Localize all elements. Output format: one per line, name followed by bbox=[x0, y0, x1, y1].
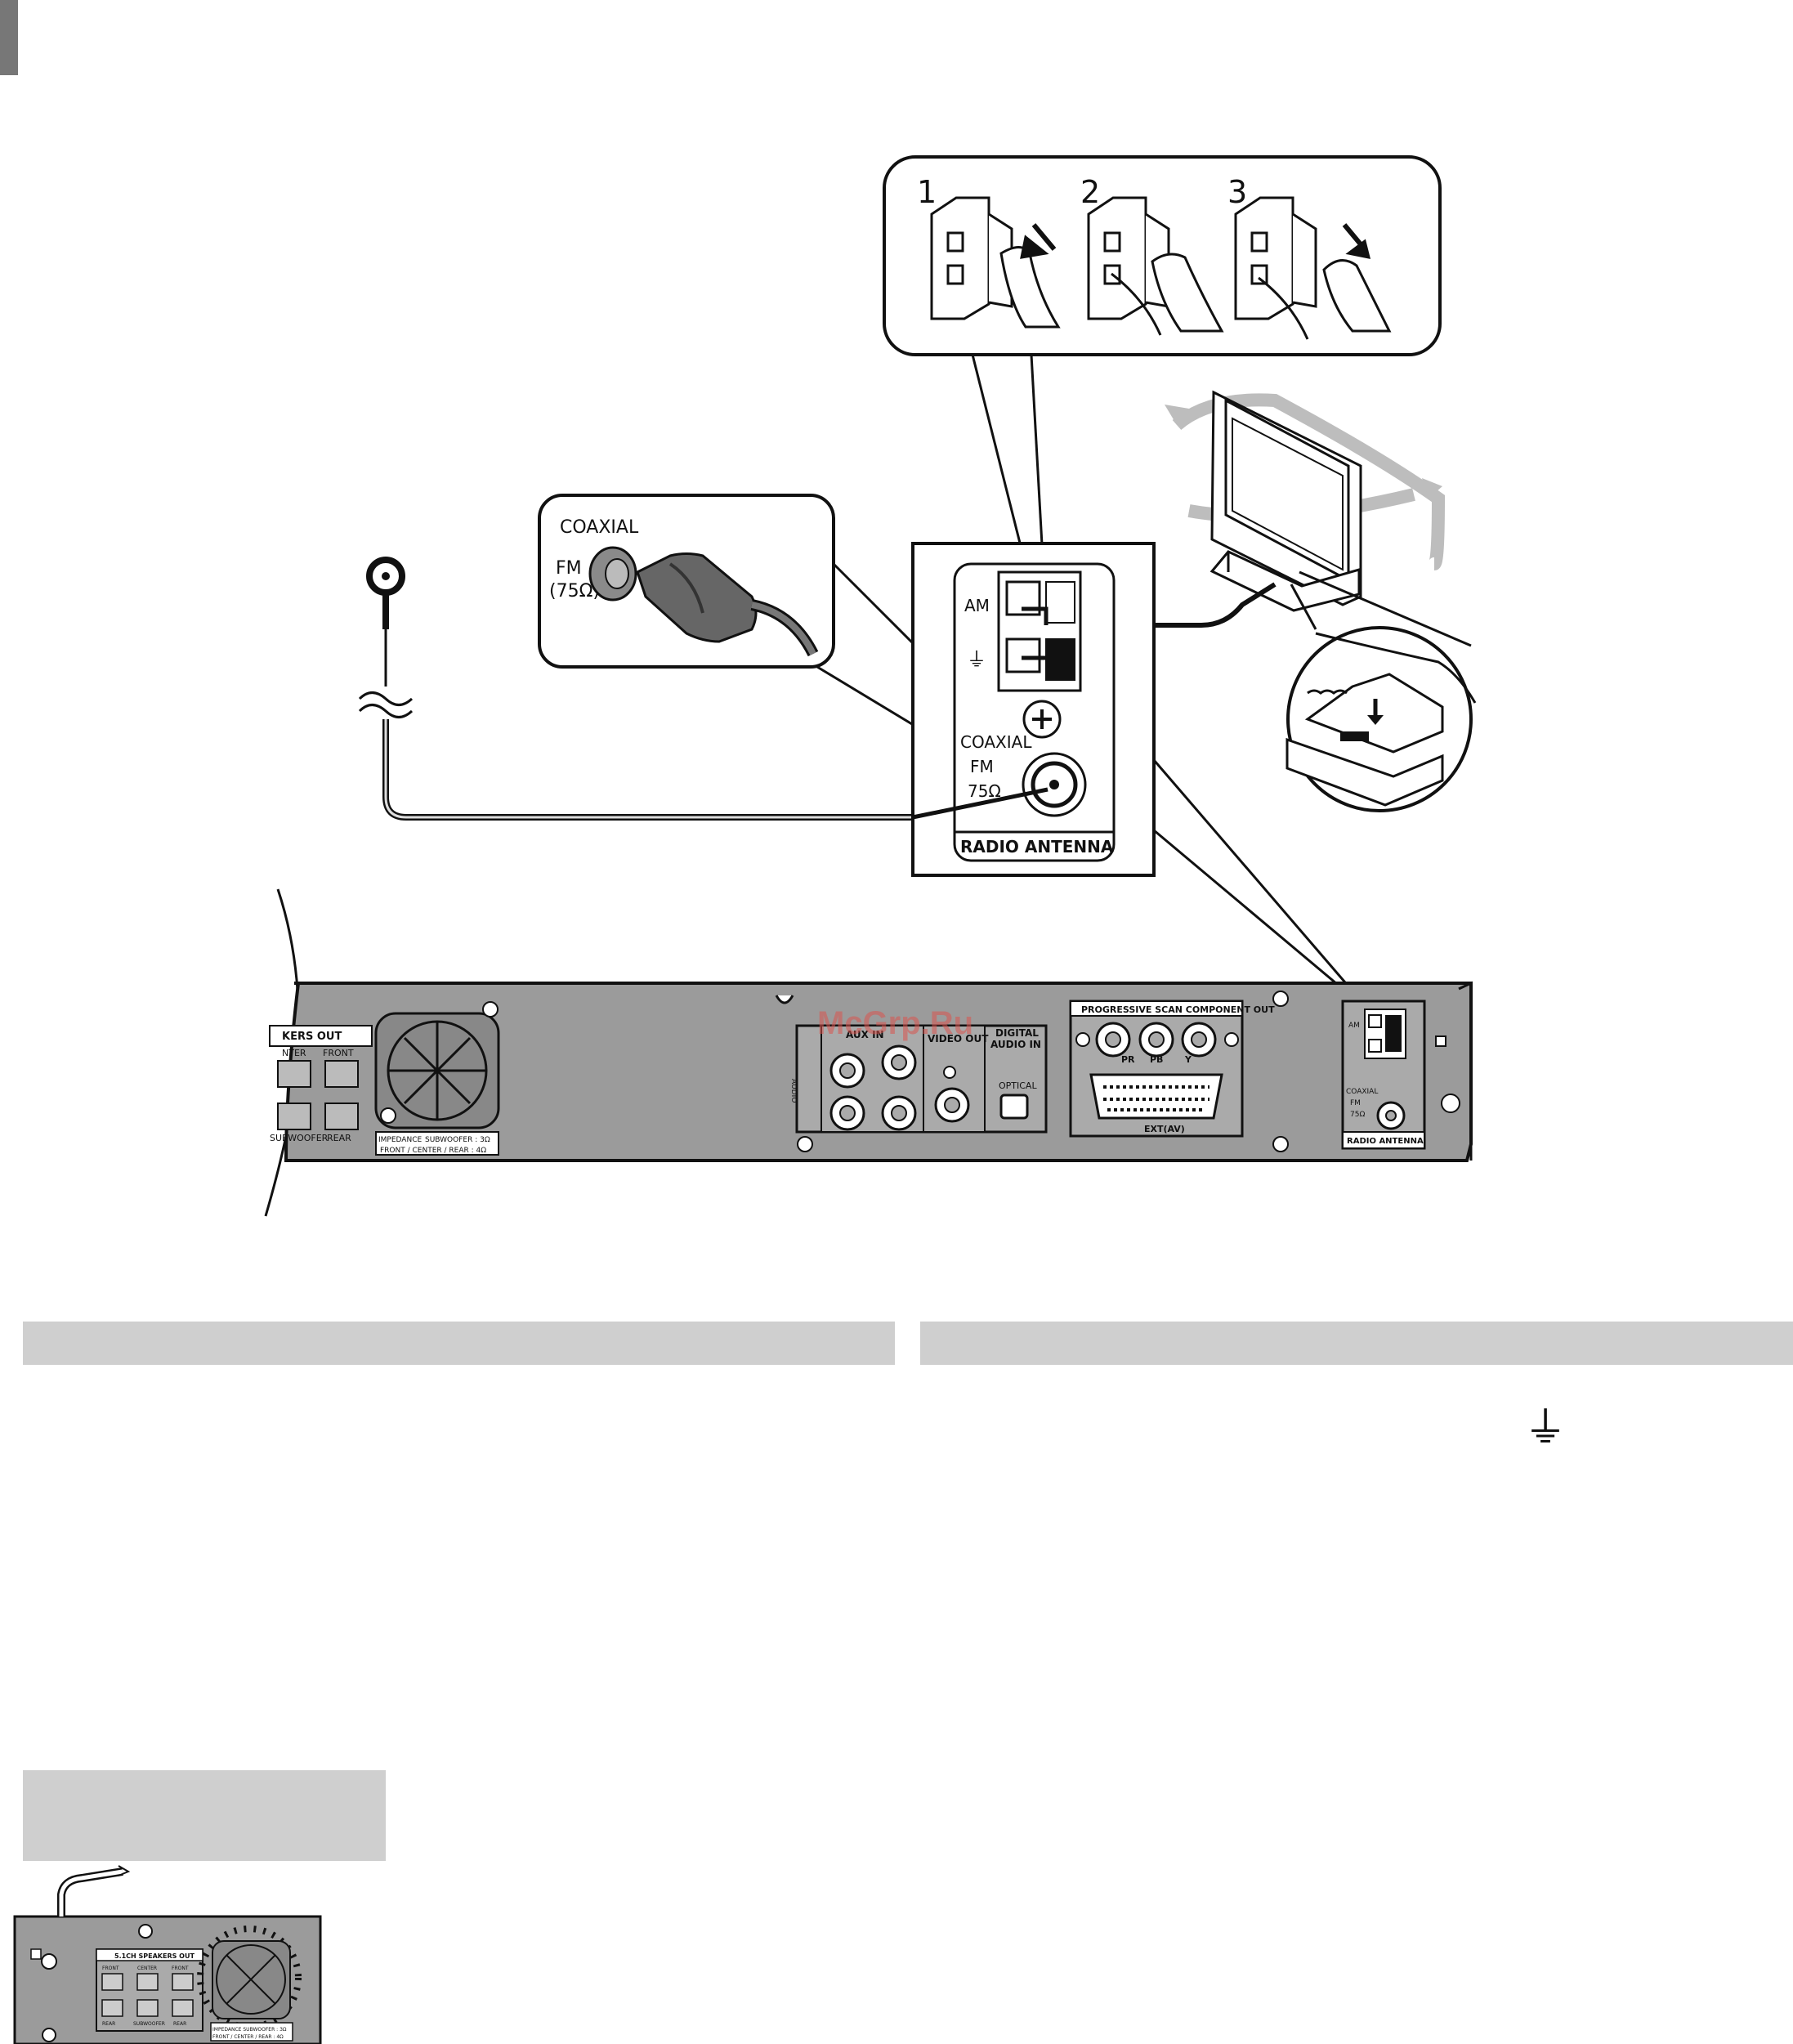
top-left-tab bbox=[0, 0, 18, 75]
rear-fm-label: FM bbox=[1350, 1099, 1361, 1107]
thumb-center-label: CENTER bbox=[137, 1966, 157, 1971]
rear-pb-label: PB bbox=[1150, 1054, 1163, 1065]
rear-audio-in-label: AUDIO IN bbox=[990, 1039, 1041, 1050]
thumbnail-rear-panel: 5.1CH SPEAKERS OUT FRONT CENTER FRONT RE… bbox=[13, 1865, 322, 2044]
fm-wire-antenna bbox=[358, 557, 1049, 821]
step-2-number: 2 bbox=[1080, 174, 1100, 210]
rear-front-label: FRONT bbox=[323, 1048, 354, 1058]
thumb-rear-l-label: REAR bbox=[102, 2021, 115, 2027]
section-bar-left bbox=[23, 1322, 895, 1365]
rear-aux-in-label: AUX IN bbox=[846, 1029, 884, 1040]
am-loop-antenna bbox=[1165, 390, 1446, 612]
panel-ground-icon: ⏚ bbox=[967, 648, 986, 671]
thumb-front-l-label: FRONT bbox=[102, 1966, 119, 1971]
coaxial-inset: COAXIAL FM (75Ω) bbox=[538, 494, 835, 669]
rear-ext-label: EXT(AV) bbox=[1144, 1124, 1185, 1134]
section-bar-small bbox=[23, 1770, 386, 1861]
rear-y-label: Y bbox=[1184, 1054, 1192, 1065]
scart-ext-connector bbox=[1089, 1073, 1223, 1120]
rear-panel: KERS OUT NTER FRONT SUBWOOFER REAR IMPED… bbox=[264, 888, 1473, 1217]
inset-fm-label: FM bbox=[556, 558, 582, 579]
rear-optical-label: OPTICAL bbox=[999, 1080, 1037, 1091]
step-3-terminal-icon bbox=[1234, 196, 1392, 340]
step-1-number: 1 bbox=[917, 174, 937, 210]
thumb-rear-r-label: REAR bbox=[173, 2021, 186, 2027]
section-bar-right bbox=[920, 1322, 1793, 1365]
step-1-terminal-icon bbox=[930, 196, 1061, 329]
thumb-subwoofer-label: SUBWOOFER bbox=[133, 2021, 165, 2027]
terminal-steps-inset: 1 2 3 bbox=[883, 155, 1442, 356]
rear-impedance-sub-label: SUBWOOFER : 3Ω bbox=[425, 1136, 490, 1144]
antenna-base-zoom bbox=[1286, 570, 1477, 812]
thumb-dotted-highlight bbox=[197, 1925, 302, 2030]
panel-footer-label: RADIO ANTENNA bbox=[960, 837, 1114, 857]
rear-audio-label: AUDIO bbox=[789, 1079, 798, 1103]
rear-video-out-label: VIDEO OUT bbox=[928, 1033, 989, 1044]
step-2-terminal-icon bbox=[1087, 196, 1224, 336]
watermark-text: McGrp.Ru bbox=[817, 1005, 973, 1041]
rear-impedance-front-label: FRONT / CENTER / REAR : 4Ω bbox=[380, 1147, 486, 1155]
rear-radio-antenna-label: RADIO ANTENNA bbox=[1347, 1137, 1424, 1146]
panel-ohm-label: 75Ω bbox=[968, 781, 1001, 801]
rear-coaxial-label: COAXIAL bbox=[1346, 1088, 1378, 1096]
panel-coaxial-label: COAXIAL bbox=[960, 732, 1032, 752]
rear-rear-label: REAR bbox=[327, 1133, 351, 1143]
rear-ohm-label: 75Ω bbox=[1350, 1111, 1365, 1119]
thumb-impedance-2-label: FRONT / CENTER / REAR : 4Ω bbox=[212, 2034, 284, 2040]
rear-speakers-out: KERS OUT bbox=[282, 1031, 342, 1043]
thumb-speakers-title: 5.1CH SPEAKERS OUT bbox=[114, 1952, 195, 1960]
optical-jack bbox=[999, 1094, 1029, 1120]
radio-antenna-panel: AM ⏚ COAXIAL FM 75Ω RADIO ANTENNA bbox=[911, 542, 1156, 877]
rear-digital-label: DIGITAL bbox=[995, 1027, 1039, 1039]
panel-am-label: AM bbox=[964, 596, 990, 615]
thumb-front-r-label: FRONT bbox=[172, 1966, 189, 1971]
rear-subwoofer-label: SUBWOOFER bbox=[270, 1133, 329, 1143]
panel-fm-label: FM bbox=[970, 757, 994, 776]
step-3-number: 3 bbox=[1227, 174, 1247, 210]
rear-progressive-label: PROGRESSIVE SCAN COMPONENT OUT bbox=[1081, 1004, 1275, 1015]
rear-center-label: NTER bbox=[282, 1048, 306, 1058]
inset-coaxial-label: COAXIAL bbox=[560, 517, 639, 538]
ground-symbol-icon: ⏚ bbox=[1524, 1404, 1567, 1453]
rear-pr-label: PR bbox=[1121, 1054, 1135, 1065]
thumb-impedance-label: IMPEDANCE SUBWOOFER : 3Ω bbox=[212, 2027, 287, 2033]
rear-am-label: AM bbox=[1348, 1022, 1360, 1030]
rear-impedance-label: IMPEDANCE bbox=[378, 1136, 422, 1144]
